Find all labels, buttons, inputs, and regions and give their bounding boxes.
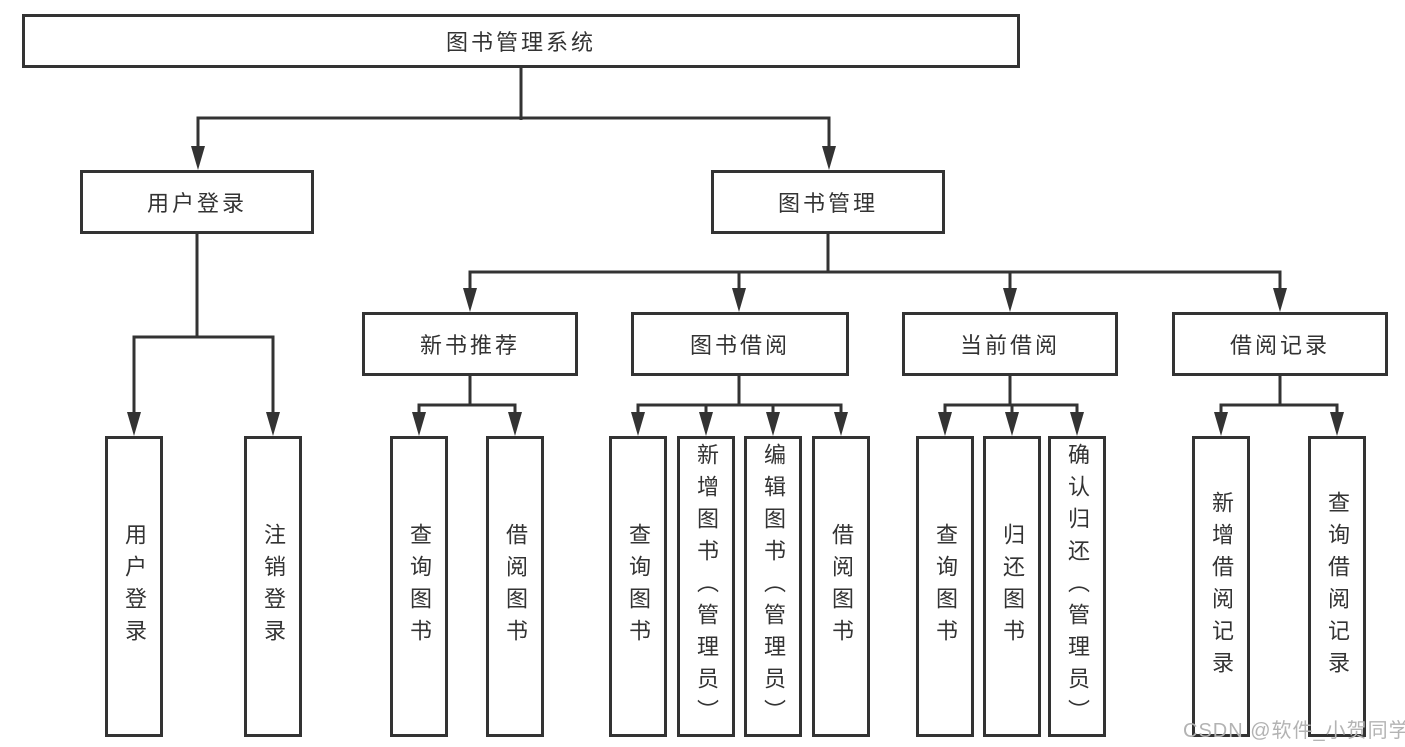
leaf-edit-book-admin-label: 编辑图书（管理员） <box>761 442 786 731</box>
leaf-return-book-label: 归还图书 <box>1000 522 1025 651</box>
leaf-confirm-return-admin-label: 确认归还（管理员） <box>1065 442 1090 731</box>
leaf-query-borrow-record: 查询借阅记录 <box>1308 436 1366 737</box>
connector-borrow-records-to-leaves <box>1219 375 1339 418</box>
leaf-query-books-borrow-label: 查询图书 <box>626 522 651 651</box>
node-book-management: 图书管理 <box>711 170 945 234</box>
leaf-borrow-books-borrow-label: 借阅图书 <box>829 522 854 651</box>
arrowheads-book-management <box>463 288 1287 312</box>
node-current-borrow: 当前借阅 <box>902 312 1118 376</box>
node-root: 图书管理系统 <box>22 14 1020 68</box>
node-book-borrow-label: 图书借阅 <box>689 333 790 358</box>
leaf-logout: 注销登录 <box>244 436 302 737</box>
arrowheads-root-to-level2 <box>191 146 836 170</box>
leaf-query-books-current: 查询图书 <box>916 436 974 737</box>
node-new-book-recommend: 新书推荐 <box>362 312 578 376</box>
arrowheads-borrow-records <box>1214 412 1344 436</box>
node-user-login: 用户登录 <box>80 170 314 234</box>
node-borrow-records: 借阅记录 <box>1172 312 1388 376</box>
connector-user-login-to-leaves <box>132 233 275 418</box>
connector-new-book-to-leaves <box>417 375 517 418</box>
node-borrow-records-label: 借阅记录 <box>1229 333 1330 358</box>
node-new-book-recommend-label: 新书推荐 <box>419 333 520 358</box>
leaf-borrow-books-newbook-label: 借阅图书 <box>503 522 528 651</box>
leaf-borrow-books-newbook: 借阅图书 <box>486 436 544 737</box>
arrowheads-current-borrow <box>938 412 1084 436</box>
leaf-query-books-newbook: 查询图书 <box>390 436 448 737</box>
node-user-login-label: 用户登录 <box>146 191 247 216</box>
node-book-management-label: 图书管理 <box>777 191 878 216</box>
csdn-watermark: CSDN @软件_小贺同学 <box>1183 720 1405 742</box>
connector-book-management-to-level3 <box>468 233 1282 294</box>
connector-root-to-level2 <box>196 68 831 150</box>
arrowheads-new-book <box>412 412 522 436</box>
leaf-logout-label: 注销登录 <box>261 522 286 651</box>
leaf-query-books-current-label: 查询图书 <box>933 522 958 651</box>
arrowheads-book-borrow <box>631 412 848 436</box>
leaf-return-book: 归还图书 <box>983 436 1041 737</box>
leaf-query-borrow-record-label: 查询借阅记录 <box>1325 490 1350 683</box>
leaf-add-book-admin-label: 新增图书（管理员） <box>694 442 719 731</box>
leaf-user-login: 用户登录 <box>105 436 163 737</box>
leaf-add-book-admin: 新增图书（管理员） <box>677 436 735 737</box>
arrowheads-user-login <box>127 412 280 436</box>
leaf-user-login-label: 用户登录 <box>122 522 147 651</box>
connector-book-borrow-to-leaves <box>636 375 843 418</box>
leaf-query-books-newbook-label: 查询图书 <box>407 522 432 651</box>
node-book-borrow: 图书借阅 <box>631 312 849 376</box>
node-root-label: 图书管理系统 <box>445 30 596 55</box>
leaf-borrow-books-borrow: 借阅图书 <box>812 436 870 737</box>
leaf-query-books-borrow: 查询图书 <box>609 436 667 737</box>
node-current-borrow-label: 当前借阅 <box>959 333 1060 358</box>
connector-current-borrow-to-leaves <box>943 375 1079 418</box>
leaf-confirm-return-admin: 确认归还（管理员） <box>1048 436 1106 737</box>
leaf-edit-book-admin: 编辑图书（管理员） <box>744 436 802 737</box>
leaf-add-borrow-record-label: 新增借阅记录 <box>1209 490 1234 683</box>
leaf-add-borrow-record: 新增借阅记录 <box>1192 436 1250 737</box>
